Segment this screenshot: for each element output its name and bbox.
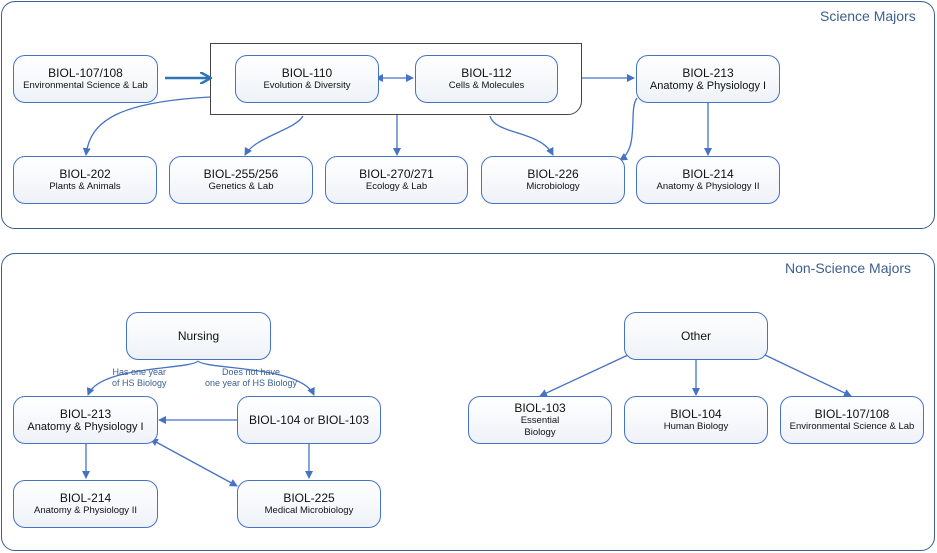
non-science-majors-title: Non-Science Majors — [785, 260, 912, 276]
node-code: BIOL-112 — [461, 66, 512, 80]
node-code: BIOL-103 — [514, 401, 566, 415]
node-biol-213[interactable]: BIOL-213 Anatomy & Physiology I — [636, 55, 780, 103]
node-code: BIOL-225 — [283, 491, 335, 505]
node-title: Environmental Science & Lab — [789, 421, 915, 432]
edge-213-225 — [149, 438, 238, 487]
node-title: Ecology & Lab — [365, 181, 428, 192]
science-majors-title: Science Majors — [820, 8, 916, 24]
node-nursing[interactable]: Nursing — [126, 312, 271, 360]
node-label: BIOL-104 or BIOL-103 — [248, 413, 370, 427]
node-code: BIOL-110 — [281, 66, 333, 80]
node-code: BIOL-255/256 — [203, 167, 279, 181]
node-code: BIOL-107/108 — [814, 407, 890, 421]
node-code: BIOL-226 — [527, 167, 579, 181]
node-title: Anatomy & Physiology I — [27, 420, 144, 433]
edge-112-to-226 — [489, 115, 554, 156]
edge-label-has-hs-biology: Has one year of HS Biology — [112, 367, 167, 388]
node-title-line-1: Essential — [520, 415, 560, 426]
node-title: Genetics & Lab — [208, 181, 274, 192]
node-biol-110[interactable]: BIOL-110 Evolution & Diversity — [235, 55, 379, 103]
node-title: Anatomy & Physiology II — [656, 181, 760, 192]
node-title-line-2: Biology — [524, 427, 556, 438]
node-title: Cells & Molecules — [448, 80, 525, 91]
edge-110-to-255 — [244, 115, 304, 156]
node-biol-226[interactable]: BIOL-226 Microbiology — [481, 156, 625, 204]
node-biol-107-108-ns[interactable]: BIOL-107/108 Environmental Science & Lab — [780, 396, 924, 444]
node-title: Medical Microbiology — [264, 505, 354, 516]
node-code: BIOL-107/108 — [48, 66, 123, 80]
node-biol-107-108[interactable]: BIOL-107/108 Environmental Science & Lab — [13, 55, 158, 103]
edge-nursing-to-213 — [86, 360, 199, 396]
node-title: Environmental Science & Lab — [23, 80, 148, 91]
edge-other-to-107 — [764, 354, 852, 397]
node-biol-104[interactable]: BIOL-104 Human Biology — [624, 396, 768, 444]
node-label: Nursing — [177, 329, 220, 343]
edge-213-to-226 — [619, 97, 638, 161]
non-science-majors-panel — [1, 253, 935, 551]
node-title: Microbiology — [526, 181, 580, 192]
edge-label-no-hs-biology: Does not have one year of HS Biology — [205, 367, 298, 388]
node-code: BIOL-214 — [59, 491, 112, 505]
node-title: Human Biology — [663, 421, 729, 432]
node-title: Anatomy & Physiology I — [649, 79, 767, 92]
node-biol-104-or-103[interactable]: BIOL-104 or BIOL-103 — [237, 396, 381, 444]
node-label: Other — [680, 329, 711, 343]
node-code: BIOL-104 — [670, 407, 722, 421]
node-code: BIOL-270/271 — [359, 167, 434, 181]
node-title: Anatomy & Physiology II — [34, 505, 137, 516]
edge-nursing-to-104 — [197, 360, 315, 396]
node-other[interactable]: Other — [624, 312, 768, 360]
node-biol-225[interactable]: BIOL-225 Medical Microbiology — [237, 480, 381, 528]
science-majors-panel — [1, 1, 935, 229]
node-code: BIOL-214 — [682, 167, 734, 181]
node-code: BIOL-213 — [59, 406, 112, 421]
node-code: BIOL-202 — [59, 167, 111, 181]
node-title: Evolution & Diversity — [263, 80, 351, 91]
node-biol-214[interactable]: BIOL-214 Anatomy & Physiology II — [636, 156, 780, 204]
node-code: BIOL-213 — [682, 65, 734, 80]
node-biol-112[interactable]: BIOL-112 Cells & Molecules — [415, 55, 558, 103]
node-biol-255-256[interactable]: BIOL-255/256 Genetics & Lab — [169, 156, 313, 204]
node-biol-213-ns[interactable]: BIOL-213 Anatomy & Physiology I — [13, 396, 158, 444]
edge-other-to-103 — [539, 354, 629, 397]
node-title: Plants & Animals — [49, 181, 121, 192]
edge-group-to-202 — [82, 96, 211, 156]
node-biol-214-ns[interactable]: BIOL-214 Anatomy & Physiology II — [13, 480, 158, 528]
node-biol-202[interactable]: BIOL-202 Plants & Animals — [13, 156, 157, 204]
node-biol-270-271[interactable]: BIOL-270/271 Ecology & Lab — [325, 156, 468, 204]
node-biol-103[interactable]: BIOL-103 Essential Biology — [468, 396, 612, 444]
